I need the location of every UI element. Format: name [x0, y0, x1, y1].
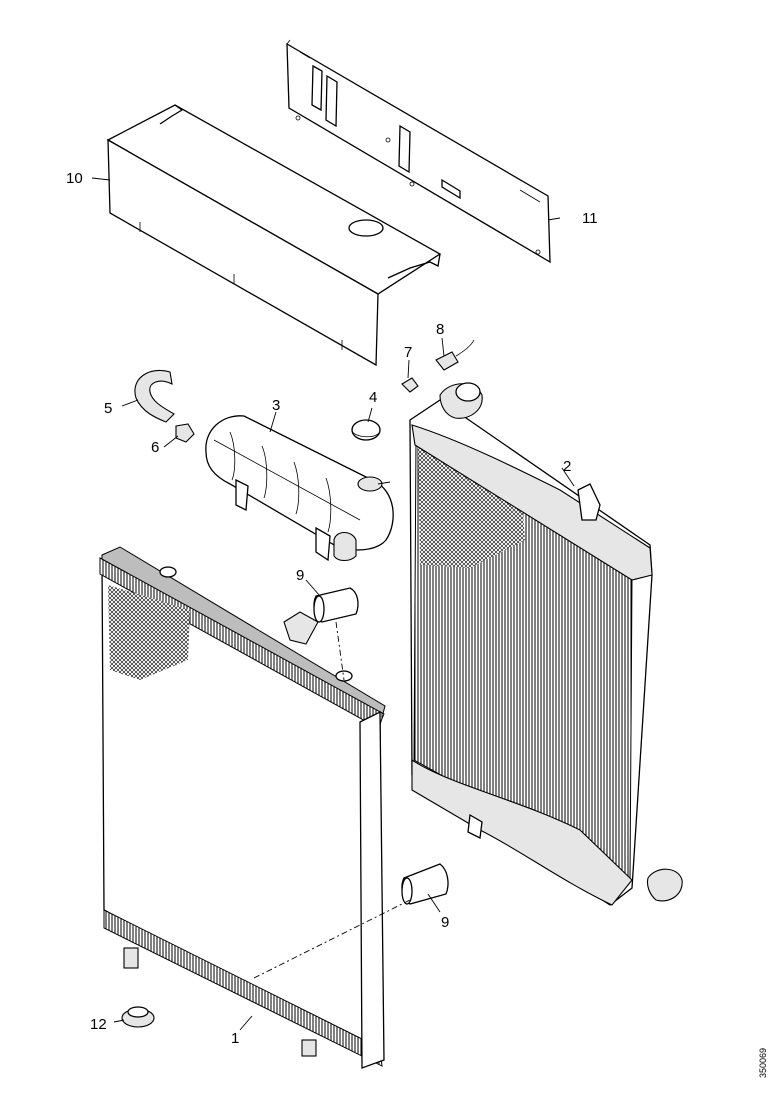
callout-labels: 1 2 3 4 5 6 7 8 9 9 10 11 12 — [66, 170, 598, 1047]
part-4-cap — [351, 419, 381, 441]
callout-11: 11 — [582, 210, 598, 227]
callout-9-lower: 9 — [441, 914, 449, 931]
callout-2: 2 — [563, 458, 571, 475]
part-2-intercooler — [409, 382, 683, 906]
callout-3: 3 — [272, 397, 280, 414]
part-8-sensor-wire — [435, 339, 475, 371]
part-9-sleeve-upper — [313, 587, 359, 623]
part-11-back-plate — [286, 39, 551, 264]
part-12-grommet — [121, 1006, 155, 1028]
callout-4: 4 — [369, 389, 377, 406]
callout-8: 8 — [436, 321, 444, 338]
callout-9-upper: 9 — [296, 567, 304, 584]
callout-6: 6 — [151, 439, 159, 456]
part-10-front-cover — [106, 104, 442, 367]
part-3-expansion-tank — [205, 415, 394, 562]
callout-1: 1 — [231, 1030, 239, 1047]
callout-12: 12 — [90, 1016, 107, 1033]
part-1-radiator — [99, 546, 386, 1069]
assembly-centre-lines — [253, 621, 411, 979]
callout-5: 5 — [104, 400, 112, 417]
reference-code: 350069 — [758, 1048, 768, 1078]
part-7-sensor — [401, 377, 419, 393]
part-9-sleeve-lower — [401, 863, 449, 905]
callout-7: 7 — [404, 344, 412, 361]
leader-lines — [91, 177, 575, 1031]
callout-10: 10 — [66, 170, 83, 187]
part-6-fitting — [175, 423, 195, 443]
part-5-hose — [134, 370, 175, 423]
